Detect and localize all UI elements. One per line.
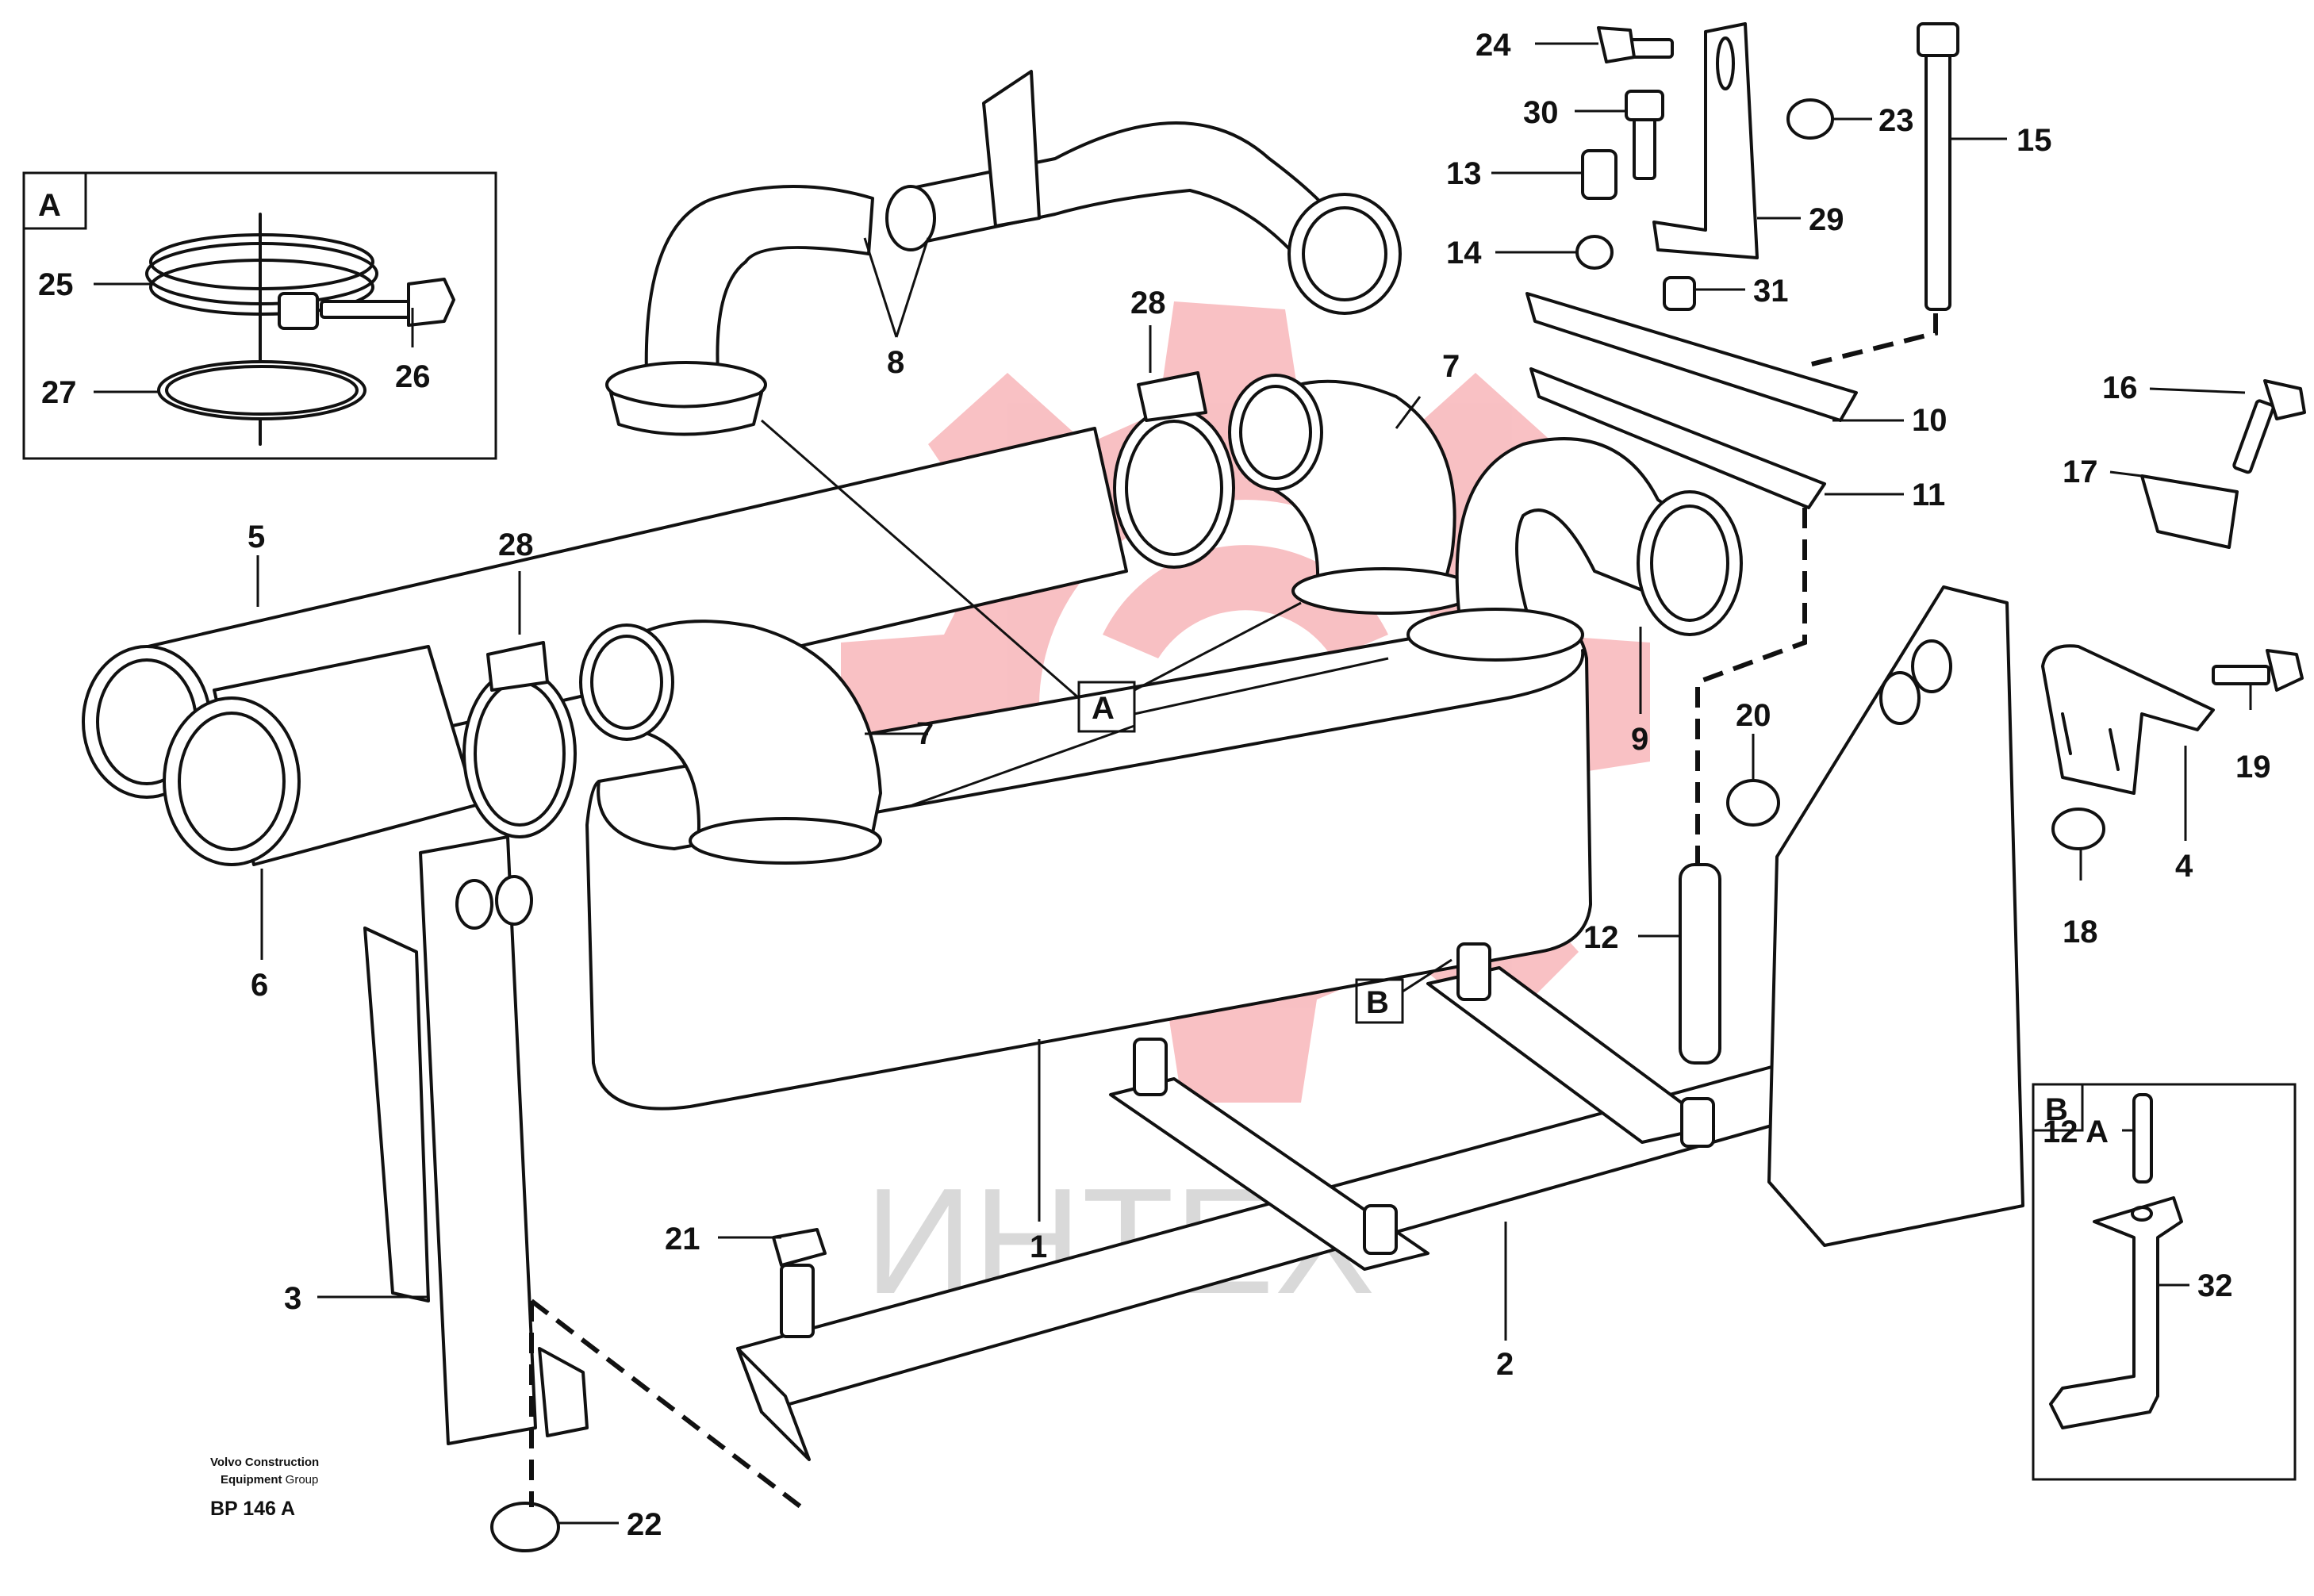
detail-box-b: B 12 A 32: [2032, 1083, 2297, 1481]
callout-7a: 7: [916, 716, 934, 751]
callout-5: 5: [248, 520, 265, 554]
callout-27: 27: [41, 375, 77, 410]
nut-part-14: [1575, 235, 1614, 270]
detail-box-a-label: A: [38, 188, 61, 223]
callout-4: 4: [2175, 849, 2193, 884]
bracket-part-29: [1652, 22, 1759, 259]
nut-part-20: [1726, 779, 1780, 827]
callout-3: 3: [284, 1281, 301, 1316]
o-ring-part-27: [157, 360, 366, 420]
nut-part-22: [490, 1502, 560, 1552]
assembly-line-12: [1695, 508, 1807, 865]
frame-part-2: [736, 942, 1826, 1461]
callout-24: 24: [1476, 28, 1511, 63]
assembly-line-15: [1808, 313, 1938, 367]
spacer-part-12: [1679, 863, 1721, 1065]
callout-23: 23: [1878, 103, 1914, 138]
callout-26: 26: [395, 359, 431, 394]
callout-28b: 28: [1130, 286, 1166, 320]
callout-12: 12: [1583, 920, 1619, 955]
callout-29: 29: [1809, 202, 1844, 237]
upper-pipe-part-8-left: [605, 185, 874, 436]
bolt-part-15: [1917, 22, 1959, 311]
tailpipe-part-6: [163, 645, 478, 866]
callout-22: 22: [627, 1507, 662, 1542]
elbow-pipe-part-7-right: [1228, 374, 1477, 615]
bolt-part-30: [1625, 90, 1664, 180]
callout-28a: 28: [498, 528, 534, 562]
view-ref-b: B: [1355, 958, 1452, 1024]
assembly-line-22: [530, 1299, 803, 1510]
clamp-part-28-left: [462, 641, 577, 838]
bracket-part-32: [2049, 1196, 2183, 1429]
callout-11: 11: [1912, 478, 1945, 512]
leader-lines: [256, 42, 2252, 1525]
plate-part-11: [1529, 367, 1826, 509]
pipe-part-9: [1406, 437, 1743, 662]
clamp-part-17: [2140, 474, 2239, 549]
bracket-part-4: [2041, 644, 2215, 795]
callout-9: 9: [1631, 722, 1648, 757]
bolt-part-16: [2232, 379, 2306, 474]
view-ref-a-label: A: [1092, 691, 1115, 726]
footer-company-line2: Equipment Group: [221, 1473, 318, 1487]
view-ref-a: A: [761, 419, 1389, 807]
view-ref-b-label: B: [1366, 985, 1389, 1020]
bolt-part-24: [1597, 26, 1674, 63]
footer-company-line2-rest: Group: [286, 1473, 319, 1487]
callout-6: 6: [251, 968, 268, 1003]
callout-12a: 12 A: [2043, 1115, 2109, 1149]
callout-7b: 7: [1442, 349, 1460, 384]
side-plate-right: [1767, 585, 2024, 1247]
elbow-pipe-part-7-left: [579, 620, 882, 865]
detail-box-b-label: B: [2045, 1092, 2068, 1127]
footer-company-line1: Volvo Construction: [210, 1456, 319, 1469]
upper-pipe-part-8-right: [885, 70, 1402, 315]
support-bracket-part-3: [363, 835, 589, 1445]
callout-1: 1: [1030, 1230, 1047, 1264]
callout-14: 14: [1446, 236, 1482, 270]
sleeve-part-31: [1663, 276, 1696, 311]
nut-part-23: [1786, 98, 1834, 140]
spacer-pin-12a: [2132, 1093, 2153, 1184]
callout-2: 2: [1496, 1347, 1514, 1382]
callout-20: 20: [1736, 698, 1771, 733]
callout-32: 32: [2197, 1268, 2233, 1303]
callout-10: 10: [1912, 403, 1948, 438]
detail-box-a: A 25 27 26: [22, 171, 497, 460]
bolt-part-19: [2212, 649, 2304, 692]
bolt-part-26: [320, 278, 455, 327]
screw-part-13: [1581, 149, 1617, 200]
footer-company-line2-bold: Equipment: [221, 1473, 282, 1487]
callout-25: 25: [38, 267, 74, 302]
callout-21: 21: [665, 1222, 700, 1256]
callout-18: 18: [2063, 915, 2098, 950]
nut-part-18: [2051, 808, 2105, 850]
callout-8: 8: [887, 345, 904, 380]
clamp-part-28-right: [1113, 371, 1235, 569]
bolt-part-21: [772, 1228, 827, 1338]
callout-30: 30: [1523, 95, 1559, 130]
callout-17: 17: [2063, 455, 2098, 489]
callout-19: 19: [2235, 750, 2271, 785]
callout-16: 16: [2102, 370, 2138, 405]
callout-31: 31: [1753, 274, 1789, 309]
drawing-reference: BP 146 A: [210, 1498, 295, 1520]
callout-13: 13: [1446, 156, 1482, 191]
callout-15: 15: [2017, 123, 2052, 158]
